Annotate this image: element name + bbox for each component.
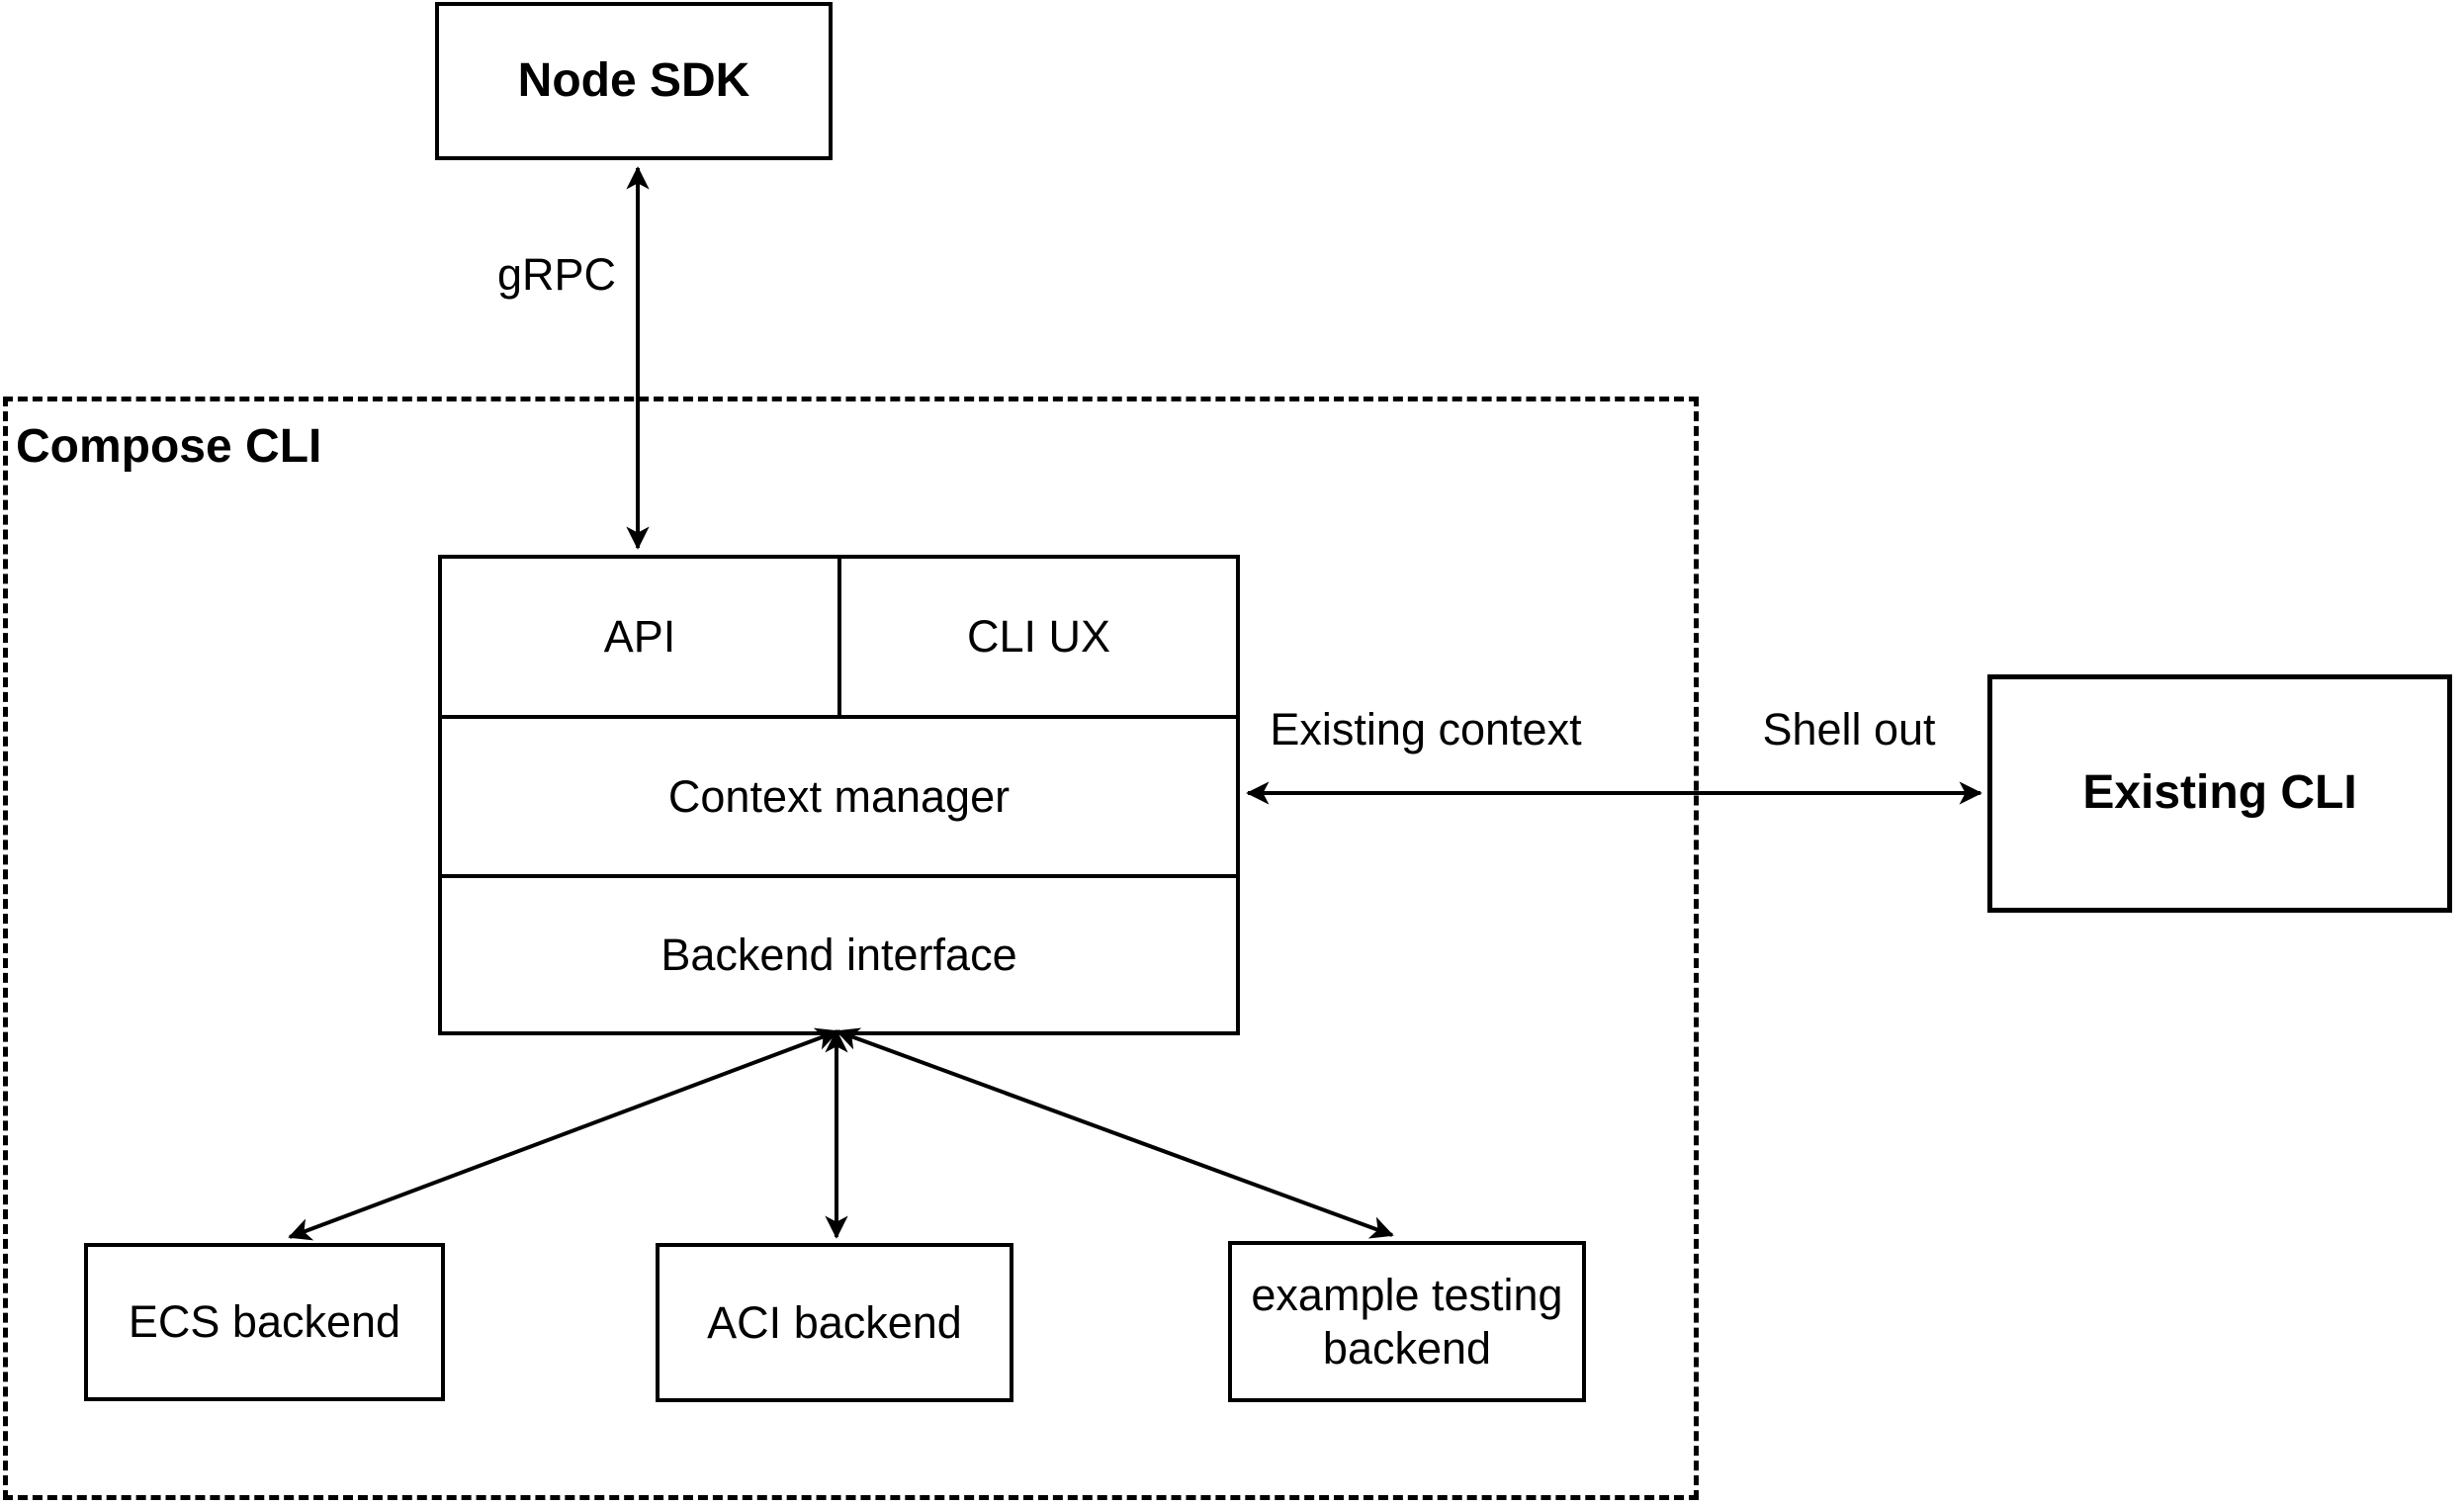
node-sdk-box: Node SDK <box>435 2 833 160</box>
api-cell: API <box>442 559 841 715</box>
cli-ux-cell: CLI UX <box>841 559 1236 715</box>
context-manager-label: Context manager <box>667 770 1011 822</box>
node-sdk-label: Node SDK <box>517 53 750 107</box>
backend-interface-cell: Backend interface <box>442 878 1236 1031</box>
example-testing-backend-box: example testing backend <box>1228 1241 1586 1402</box>
cli-ux-label: CLI UX <box>966 611 1111 662</box>
ecs-backend-box: ECS backend <box>84 1243 445 1401</box>
compose-cli-group-title: Compose CLI <box>16 420 322 473</box>
existing-context-edge-label: Existing context <box>1270 704 1582 754</box>
aci-backend-box: ACI backend <box>656 1243 1013 1402</box>
example-testing-backend-label: example testing backend <box>1251 1270 1563 1374</box>
backend-interface-label: Backend interface <box>660 929 1017 980</box>
compose-cli-group: Compose CLI <box>3 397 1699 1500</box>
aci-backend-label: ACI backend <box>707 1296 962 1348</box>
existing-cli-label: Existing CLI <box>2082 766 2357 820</box>
ecs-backend-label: ECS backend <box>128 1296 401 1348</box>
top-row: API CLI UX <box>442 559 1236 719</box>
grpc-edge-label: gRPC <box>496 249 617 300</box>
existing-cli-box: Existing CLI <box>1987 674 2452 913</box>
compose-cli-core-box: API CLI UX Context manager Backend inter… <box>438 555 1240 1035</box>
context-manager-cell: Context manager <box>442 719 1236 878</box>
shell-out-edge-label: Shell out <box>1762 704 1936 754</box>
api-label: API <box>603 611 676 662</box>
